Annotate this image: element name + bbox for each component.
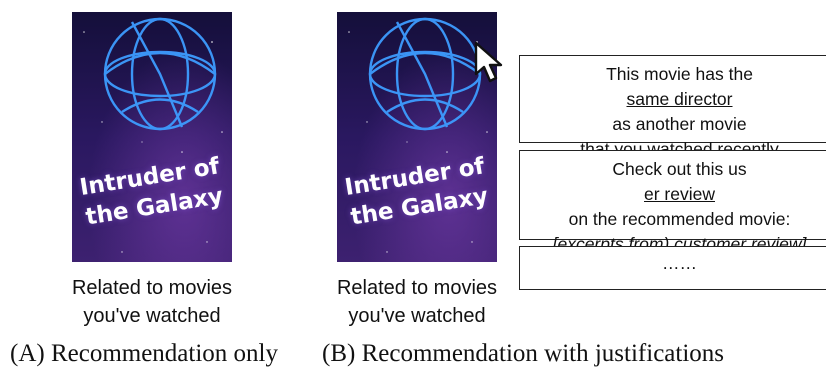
caption-line: Related to movies bbox=[336, 277, 498, 299]
justification-text: Check out this us bbox=[612, 159, 747, 179]
justification-line: Check out this us er review bbox=[520, 157, 826, 207]
poster-artwork bbox=[72, 12, 232, 262]
justification-same-director[interactable]: This movie has the same director as anot… bbox=[519, 55, 826, 159]
caption-line: Related to movies bbox=[71, 277, 233, 299]
justification-line: on the recommended movie: bbox=[568, 209, 791, 229]
justification-more[interactable]: …… bbox=[519, 246, 826, 290]
justification-text: This movie has the bbox=[606, 64, 753, 84]
ellipsis-text: …… bbox=[662, 253, 697, 273]
recommendation-caption-b: Related to movies you've watched bbox=[307, 274, 527, 330]
mouse-pointer-icon bbox=[474, 41, 503, 83]
justification-user-review[interactable]: Check out this us er review on the recomm… bbox=[519, 150, 826, 254]
user-review-link[interactable]: er review bbox=[644, 184, 715, 204]
poster-artwork bbox=[337, 12, 497, 262]
caption-line: you've watched bbox=[83, 305, 221, 327]
caption-line: you've watched bbox=[348, 305, 486, 327]
panel-a-label: (A) Recommendation only bbox=[10, 340, 278, 367]
same-director-link[interactable]: same director bbox=[626, 89, 733, 109]
justification-line: This movie has the same director bbox=[520, 62, 826, 112]
movie-poster-b[interactable]: Intruder of the Galaxy bbox=[337, 12, 497, 262]
justification-line: as another movie bbox=[612, 114, 747, 134]
movie-poster-a: Intruder of the Galaxy bbox=[72, 12, 232, 262]
recommendation-caption-a: Related to movies you've watched bbox=[42, 274, 262, 330]
panel-b-label: (B) Recommendation with justifications bbox=[322, 340, 725, 367]
